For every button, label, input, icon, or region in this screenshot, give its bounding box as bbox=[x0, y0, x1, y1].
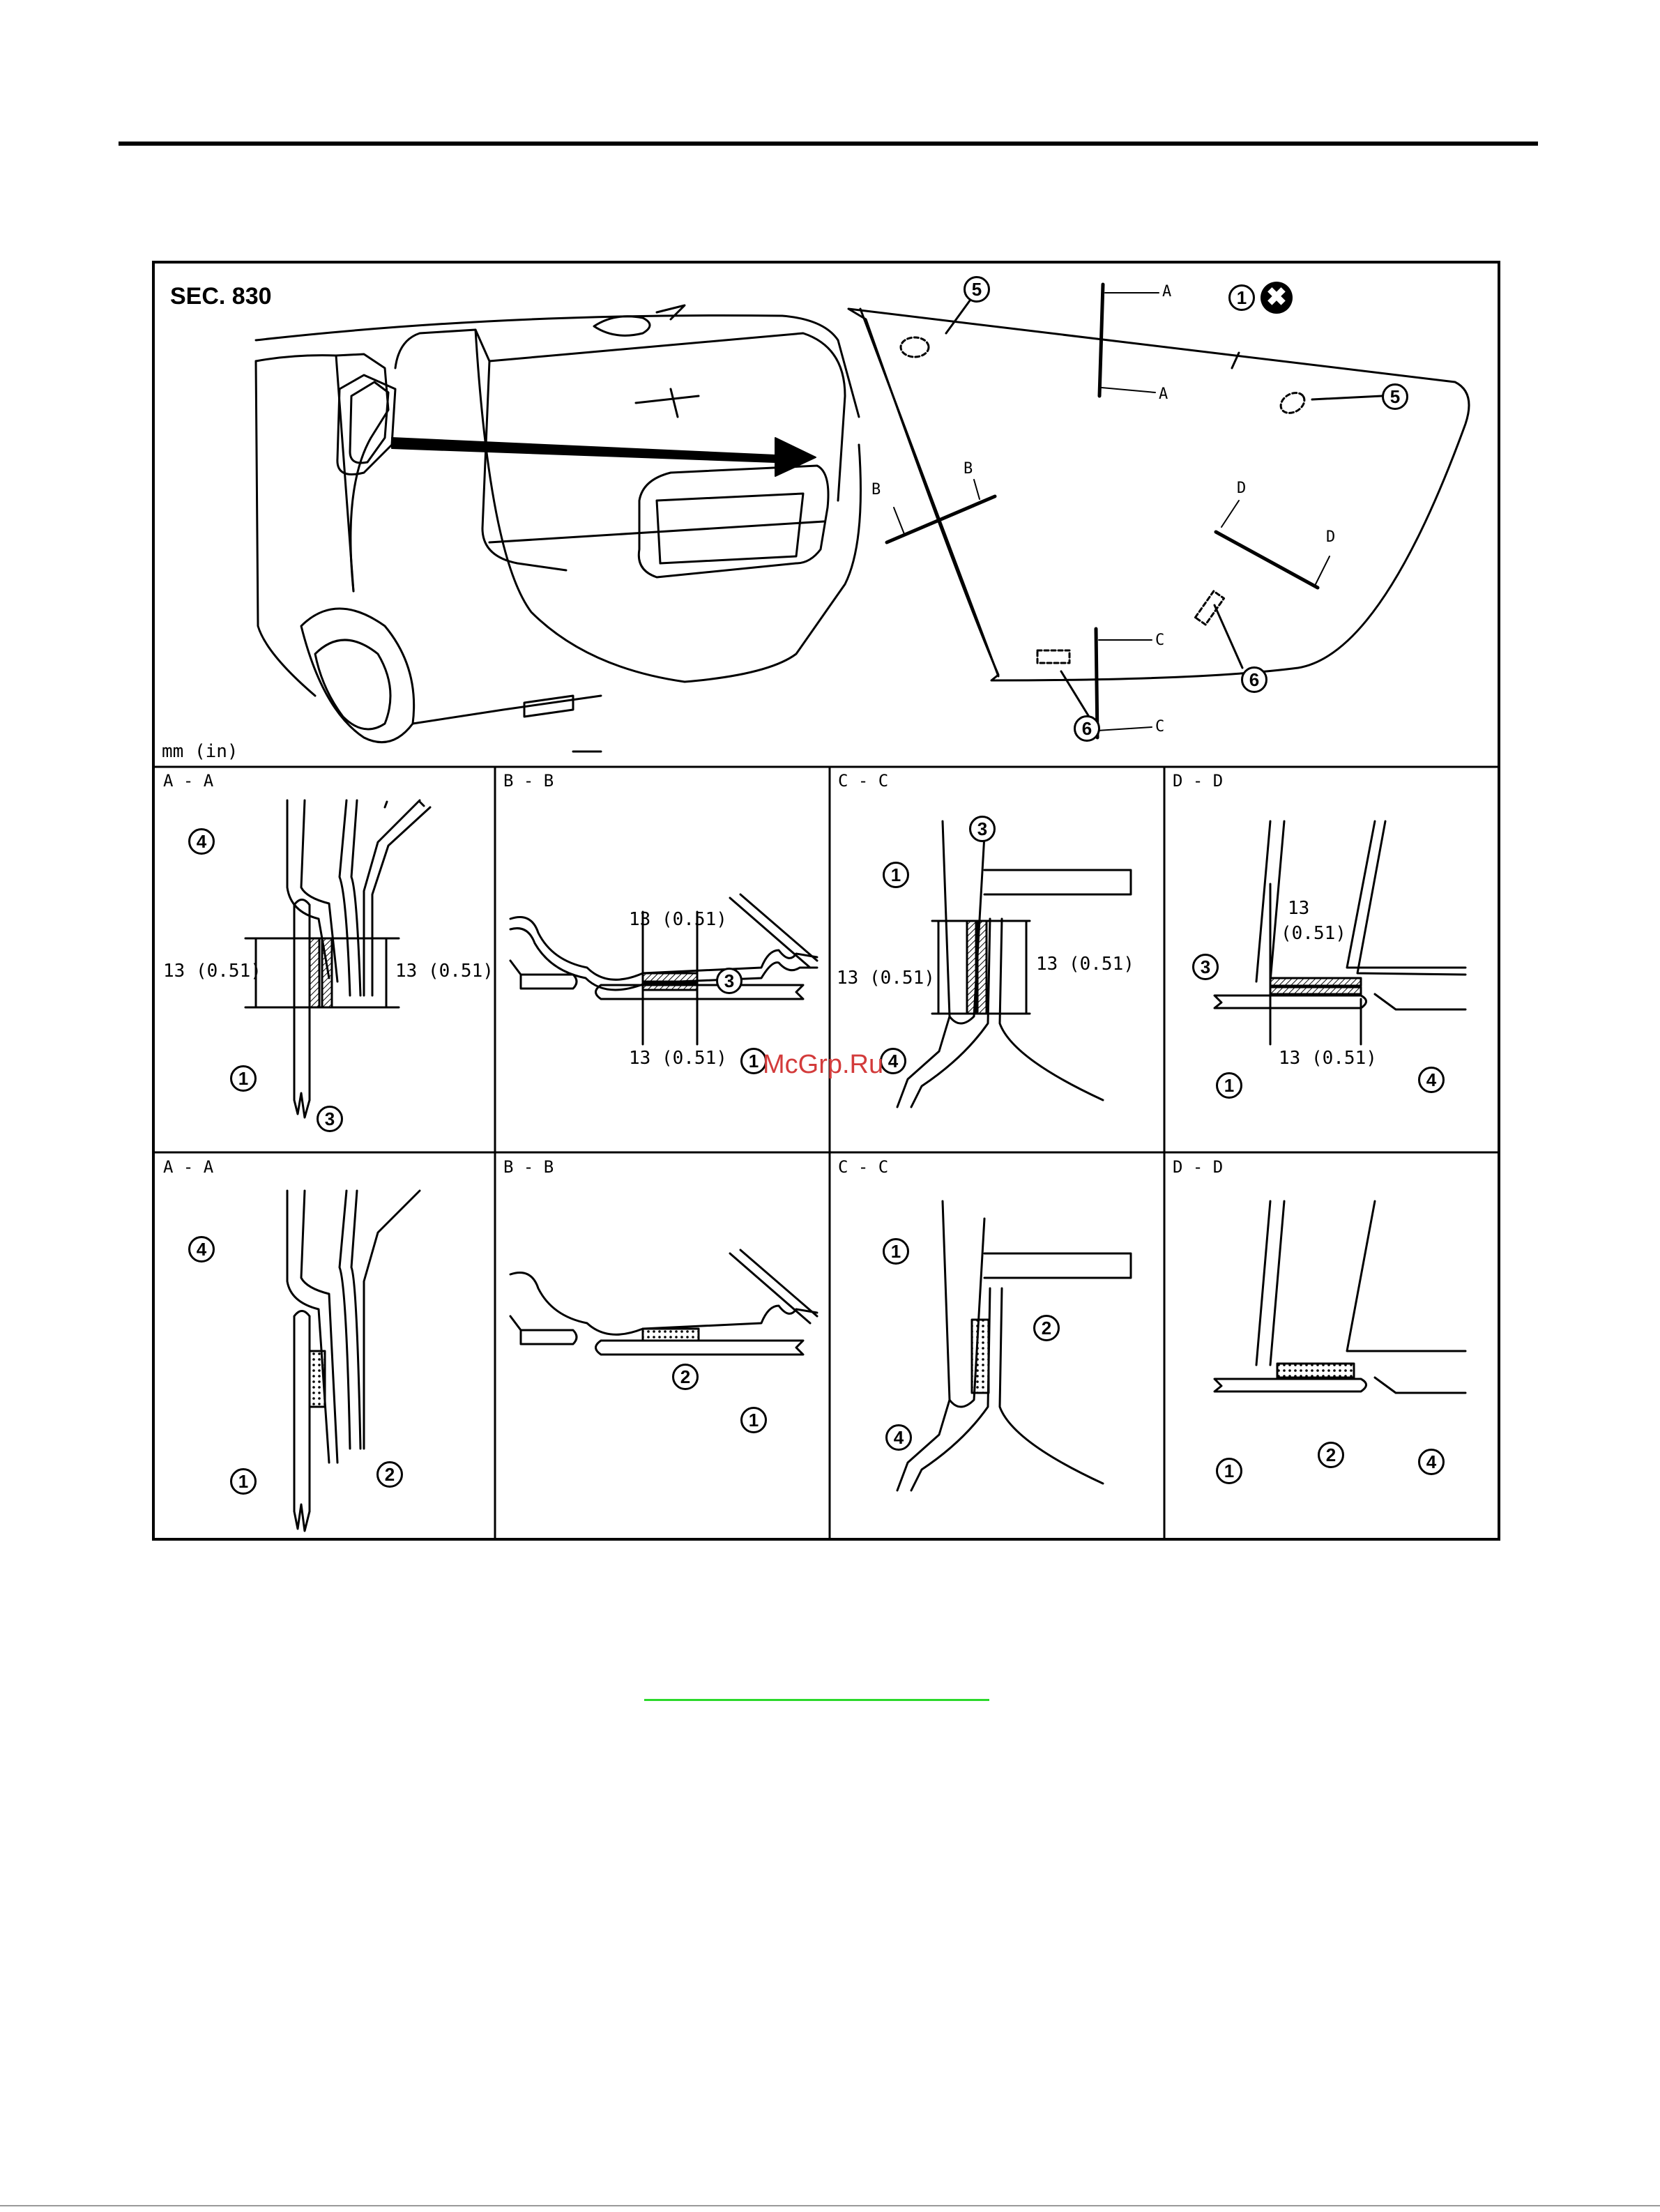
callout-1-aa-top: 1 bbox=[230, 1065, 257, 1092]
quarter-glass-outline bbox=[848, 295, 1469, 717]
section-number-label: SEC. 830 bbox=[170, 283, 272, 310]
callout-1-cc-top: 1 bbox=[883, 862, 909, 888]
callout-6-right: 6 bbox=[1241, 666, 1267, 693]
section-letter-a-top: A bbox=[1162, 283, 1171, 300]
panel-title-bb-bottom: B - B bbox=[503, 1157, 554, 1177]
callout-2-bb-bottom: 2 bbox=[672, 1364, 699, 1390]
panel-title-aa-top: A - A bbox=[163, 771, 213, 791]
callout-2-aa-bottom: 2 bbox=[376, 1461, 403, 1488]
dimension-cc-left: 13 (0.51) bbox=[837, 968, 935, 989]
panel-title-cc-bottom: C - C bbox=[838, 1157, 888, 1177]
section-letter-c-top: C bbox=[1155, 632, 1164, 649]
footer-rule bbox=[0, 2205, 1660, 2206]
callout-6-bottom: 6 bbox=[1074, 715, 1100, 742]
callout-3-aa-top: 3 bbox=[317, 1106, 343, 1132]
section-letter-c-bottom: C bbox=[1155, 718, 1164, 735]
panel-title-dd-top: D - D bbox=[1173, 771, 1223, 791]
callout-4-aa-bottom: 4 bbox=[188, 1236, 215, 1263]
section-letter-d-right: D bbox=[1326, 528, 1335, 546]
dimension-dd-top-inch: (0.51) bbox=[1281, 923, 1346, 944]
section-dd-foam bbox=[1214, 1201, 1465, 1393]
section-letter-b-left: B bbox=[871, 481, 881, 498]
header-rule bbox=[119, 142, 1538, 146]
vehicle-illustration bbox=[256, 305, 861, 752]
panel-title-cc-top: C - C bbox=[838, 771, 888, 791]
callout-4-cc-bottom: 4 bbox=[885, 1424, 912, 1451]
callout-1-dd-top: 1 bbox=[1216, 1072, 1242, 1099]
link-underline[interactable] bbox=[644, 1699, 989, 1701]
pointer-arrow bbox=[392, 438, 816, 476]
dimension-aa-left: 13 (0.51) bbox=[163, 961, 261, 982]
dimension-dd-top-value: 13 bbox=[1288, 898, 1309, 919]
callout-3-dd-top: 3 bbox=[1192, 954, 1219, 980]
dimension-bb-bottom: 13 (0.51) bbox=[629, 1048, 727, 1069]
callout-1-aa-bottom: 1 bbox=[230, 1468, 257, 1495]
callout-1-dd-bottom: 1 bbox=[1216, 1458, 1242, 1484]
callout-3-bb-top: 3 bbox=[716, 968, 743, 994]
panel-grid bbox=[155, 767, 1500, 1541]
callout-2-cc-bottom: 2 bbox=[1033, 1315, 1060, 1341]
callout-5-top: 5 bbox=[964, 276, 990, 303]
section-letter-b-right: B bbox=[964, 460, 973, 478]
section-bb-foam bbox=[510, 1250, 817, 1355]
callout-4-cc-top: 4 bbox=[880, 1048, 906, 1074]
unit-label: mm (in) bbox=[162, 741, 238, 762]
callout-1-bb-bottom: 1 bbox=[740, 1407, 767, 1433]
section-letter-d-left: D bbox=[1237, 480, 1246, 497]
panel-title-dd-bottom: D - D bbox=[1173, 1157, 1223, 1177]
callout-4-dd-top: 4 bbox=[1418, 1067, 1445, 1093]
callout-1-overview: 1 bbox=[1228, 284, 1255, 311]
section-cc-foam bbox=[897, 1201, 1131, 1490]
cross-mark-icon: ✖ bbox=[1261, 282, 1293, 314]
callout-4-dd-bottom: 4 bbox=[1418, 1449, 1445, 1475]
section-aa-sealed bbox=[245, 800, 430, 1118]
watermark: McGrp.Ru bbox=[763, 1050, 883, 1080]
callout-5-right: 5 bbox=[1382, 383, 1408, 410]
callout-4-aa-top: 4 bbox=[188, 828, 215, 855]
dimension-bb-top: 13 (0.51) bbox=[629, 909, 727, 930]
diagram-frame: SEC. 830 mm (in) A A B B D D C C 5 1 ✖ 5… bbox=[152, 261, 1500, 1541]
section-letter-a-bottom: A bbox=[1159, 386, 1168, 403]
callout-1-cc-bottom: 1 bbox=[883, 1238, 909, 1265]
panel-title-bb-top: B - B bbox=[503, 771, 554, 791]
callout-3-cc-top: 3 bbox=[969, 816, 996, 842]
panel-title-aa-bottom: A - A bbox=[163, 1157, 213, 1177]
dimension-dd-bottom: 13 (0.51) bbox=[1279, 1048, 1377, 1069]
dimension-cc-right: 13 (0.51) bbox=[1036, 954, 1134, 975]
dimension-aa-right: 13 (0.51) bbox=[395, 961, 494, 982]
callout-2-dd-bottom: 2 bbox=[1318, 1442, 1344, 1468]
